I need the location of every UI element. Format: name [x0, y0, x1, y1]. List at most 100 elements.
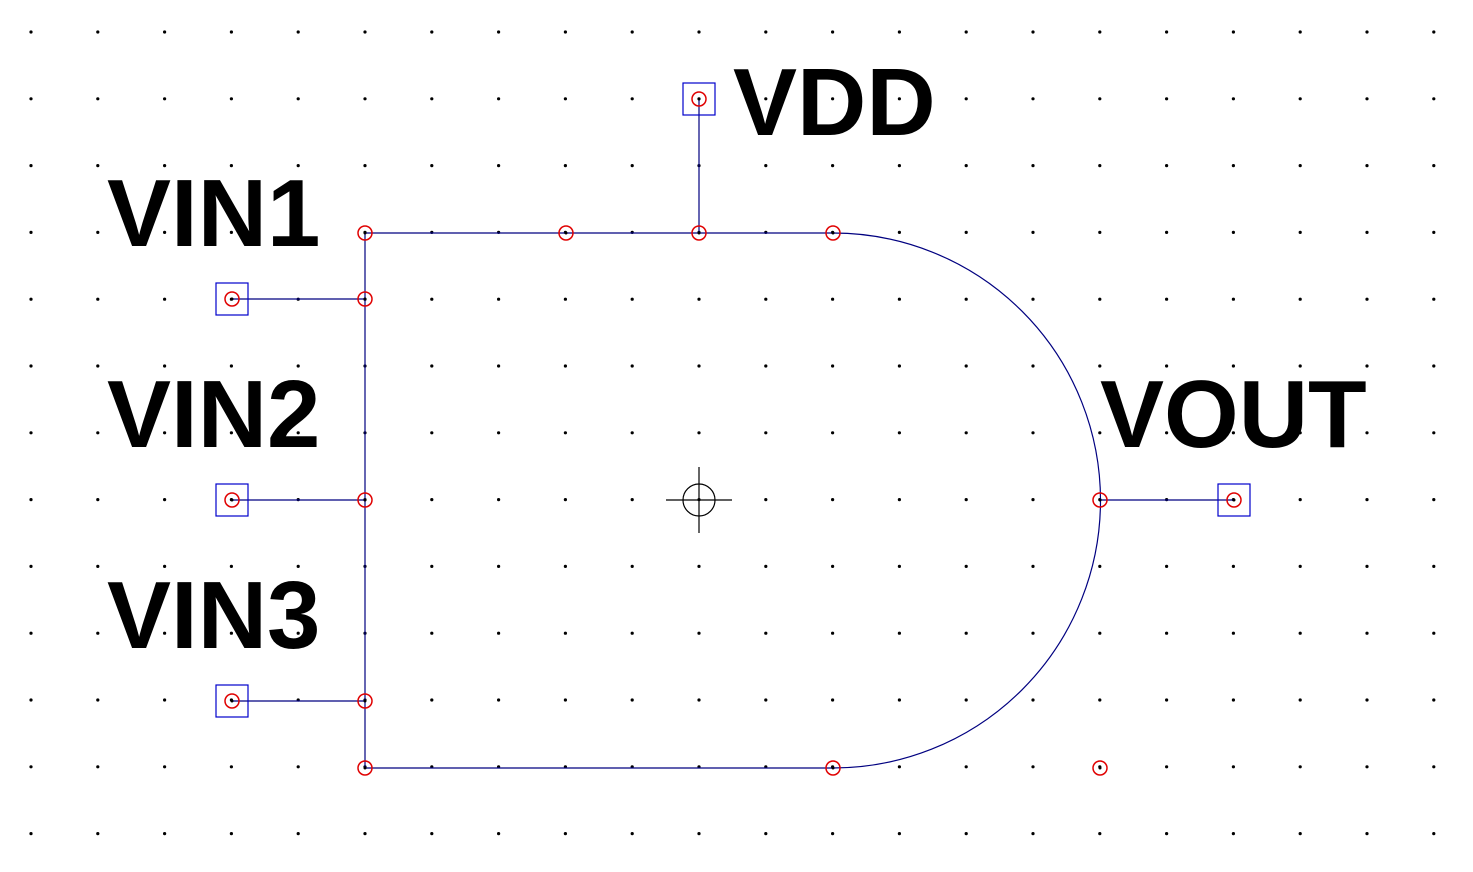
connection-marker-icon[interactable]: [825, 225, 841, 241]
connection-marker-icon[interactable]: [1226, 492, 1242, 508]
grid-dot: [163, 30, 167, 34]
pin-label-vin2[interactable]: VIN2: [107, 361, 320, 468]
grid-dot: [1165, 364, 1169, 368]
and-gate-body[interactable]: [364, 232, 1102, 769]
pin-label-vout[interactable]: VOUT: [1100, 361, 1367, 468]
grid-dot: [1365, 564, 1369, 569]
grid-dot: [296, 564, 300, 569]
grid-dot: [897, 564, 902, 569]
grid-dot: [96, 364, 100, 368]
grid-dot: [897, 230, 902, 234]
grid-dot: [897, 431, 902, 435]
grid-dot: [1031, 297, 1035, 301]
connection-marker-icon[interactable]: [357, 291, 373, 307]
grid-dot: [229, 564, 233, 569]
pin-label-vin3[interactable]: VIN3: [107, 562, 320, 669]
grid-dot: [563, 631, 568, 635]
grid-dot: [563, 698, 568, 702]
grid-dot: [964, 164, 968, 168]
grid-dot: [497, 698, 501, 702]
grid-dot: [29, 97, 33, 101]
grid-dot: [497, 498, 501, 502]
vout-pin-box[interactable]: [1217, 483, 1251, 517]
grid-dot: [630, 698, 634, 702]
grid-dot: [430, 698, 434, 702]
grid-dot: [1365, 431, 1369, 435]
grid-dot: [1031, 832, 1035, 836]
grid-dot: [163, 698, 167, 702]
connection-marker-icon[interactable]: [357, 760, 373, 776]
grid-dot: [697, 364, 701, 368]
grid-dot: [897, 631, 902, 635]
grid-dot: [831, 97, 835, 101]
grid-dot: [497, 297, 501, 301]
grid-dot: [96, 698, 100, 702]
grid-dot: [764, 30, 768, 34]
vin2-pin-box[interactable]: [215, 483, 249, 517]
grid-dot: [430, 498, 434, 502]
origin-crosshair-icon: [666, 467, 732, 533]
grid-dot: [964, 631, 968, 635]
grid-dot: [1031, 631, 1035, 635]
grid-dot: [697, 698, 701, 702]
grid-dot: [1098, 431, 1102, 435]
connection-marker-icon[interactable]: [691, 225, 707, 241]
connection-point: [363, 699, 367, 703]
connection-marker-icon[interactable]: [357, 225, 373, 241]
grid-dot: [29, 498, 33, 502]
grid-dot: [1098, 564, 1102, 569]
grid-dot: [1165, 698, 1169, 702]
connection-marker-icon[interactable]: [825, 760, 841, 776]
vin1-pin-box[interactable]: [215, 282, 249, 316]
connection-marker-icon[interactable]: [1092, 492, 1108, 508]
grid-dot: [1098, 832, 1102, 836]
grid-dot: [897, 498, 902, 502]
grid-dot: [497, 30, 501, 34]
pin-label-vdd[interactable]: VDD: [733, 49, 936, 156]
grid-dot: [296, 30, 300, 34]
connection-point: [1098, 498, 1102, 502]
vin3-pin-box[interactable]: [215, 684, 249, 718]
grid-dot: [630, 431, 634, 435]
grid-dot: [1365, 230, 1369, 234]
grid-dot: [29, 230, 33, 234]
grid-dot: [1098, 164, 1102, 168]
connection-marker-icon[interactable]: [558, 225, 574, 241]
connection-marker-icon[interactable]: [1092, 760, 1108, 776]
grid-dot: [1098, 698, 1102, 702]
grid-dot: [831, 164, 835, 168]
grid-dot: [163, 564, 167, 569]
pin-label-vin1[interactable]: VIN1: [107, 160, 320, 267]
connection-marker-icon[interactable]: [357, 492, 373, 508]
grid-dot: [1298, 564, 1302, 569]
grid-dot: [1165, 164, 1169, 168]
grid-dot: [1298, 164, 1302, 168]
grid-dot: [1298, 498, 1302, 502]
connection-marker-icon[interactable]: [224, 492, 240, 508]
grid-dot: [831, 498, 835, 502]
grid-dot: [1231, 230, 1235, 234]
grid-dot: [96, 564, 100, 569]
grid-dot: [630, 498, 634, 502]
grid-dot: [296, 230, 300, 234]
grid-dot: [964, 364, 968, 368]
grid-dot: [1432, 30, 1436, 34]
connection-marker-icon[interactable]: [224, 291, 240, 307]
grid-dot: [163, 297, 167, 301]
grid-dot: [497, 431, 501, 435]
grid-dot: [1031, 431, 1035, 435]
vdd-pin-box[interactable]: [682, 82, 716, 116]
grid-dot: [96, 297, 100, 301]
connection-marker-icon[interactable]: [691, 91, 707, 107]
grid-dot: [1165, 832, 1169, 836]
grid-dot: [1432, 498, 1436, 502]
grid-dot: [163, 832, 167, 836]
connection-point: [831, 766, 835, 770]
connection-marker-icon[interactable]: [224, 693, 240, 709]
connection-point: [697, 97, 701, 101]
grid-dot: [1432, 297, 1436, 301]
pin-labels: VIN1 VIN2 VIN3 VDD VOUT: [107, 49, 1367, 669]
grid-dot: [1298, 97, 1302, 101]
connection-marker-icon[interactable]: [357, 693, 373, 709]
